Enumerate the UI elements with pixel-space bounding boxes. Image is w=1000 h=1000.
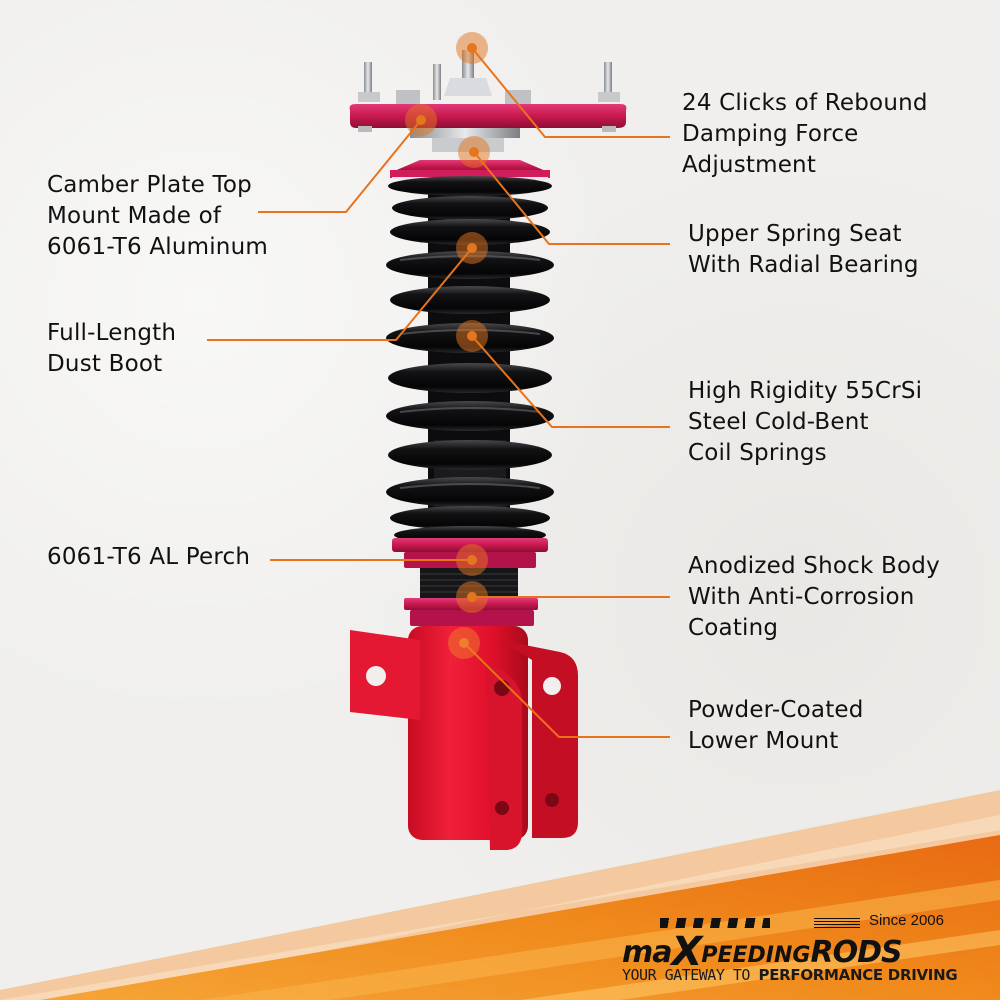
callout-camber-plate: Camber Plate Top Mount Made of 6061-T6 A… (47, 170, 268, 263)
callout-spring-seat: Upper Spring Seat With Radial Bearing (688, 219, 919, 281)
brand-wordmark: maXPEEDINGRODS (622, 926, 903, 975)
callout-dust-boot: Full-Length Dust Boot (47, 318, 176, 380)
wordmark-mid: PEEDING (701, 943, 811, 968)
marker-rebound-damping (456, 32, 488, 64)
marker-dust-boot (456, 232, 488, 264)
marker-camber-plate (405, 104, 437, 136)
callout-line: 6061-T6 Aluminum (47, 234, 268, 260)
callout-line: Mount Made of (47, 203, 222, 229)
brand-swoosh-band (0, 790, 1000, 1000)
marker-spring-seat (458, 136, 490, 168)
marker-shock-body (456, 581, 488, 613)
since-year: Since 2006 (868, 912, 944, 929)
brand-tagline: YOUR GATEWAY TO PERFORMANCE DRIVING (622, 966, 958, 984)
callout-line: Coating (688, 615, 779, 641)
callout-line: Adjustment (682, 152, 817, 178)
callout-rebound-damping: 24 Clicks of Rebound Damping Force Adjus… (682, 88, 928, 181)
lower-mount (350, 626, 578, 850)
callout-line: Powder-Coated (688, 697, 864, 723)
leader-lines (207, 47, 670, 738)
callout-line: With Radial Bearing (688, 252, 919, 278)
marker-perch (456, 544, 488, 576)
callout-line: Anodized Shock Body (688, 553, 940, 579)
callout-line: Camber Plate Top (47, 172, 252, 198)
wordmark-suffix: RODS (810, 935, 902, 970)
callout-line: High Rigidity 55CrSi (688, 378, 923, 404)
callout-line: 6061-T6 AL Perch (47, 544, 251, 570)
checkered-flag-icon (660, 918, 770, 928)
callout-coil-springs: High Rigidity 55CrSi Steel Cold-Bent Coi… (688, 376, 922, 469)
callout-markers (405, 32, 490, 659)
wordmark-prefix: ma (622, 935, 673, 970)
callout-line: With Anti-Corrosion (688, 584, 915, 610)
tagline-light: YOUR GATEWAY TO (622, 966, 759, 984)
callout-line: Damping Force (682, 121, 859, 147)
callout-line: Coil Springs (688, 440, 827, 466)
marker-lower-mount (448, 627, 480, 659)
callout-line: Steel Cold-Bent (688, 409, 869, 435)
marker-coil-springs (456, 320, 488, 352)
callout-line: Dust Boot (47, 351, 163, 377)
callout-lower-mount: Powder-Coated Lower Mount (688, 695, 864, 757)
tagline-bold: PERFORMANCE DRIVING (758, 966, 958, 984)
callout-shock-body: Anodized Shock Body With Anti-Corrosion … (688, 551, 940, 644)
callout-perch: 6061-T6 AL Perch (47, 542, 250, 573)
wordmark-x: X (671, 929, 703, 975)
speed-lines-icon (814, 918, 860, 928)
callout-line: 24 Clicks of Rebound (682, 90, 928, 116)
callout-line: Upper Spring Seat (688, 221, 902, 247)
callout-line: Full-Length (47, 320, 177, 346)
callout-line: Lower Mount (688, 728, 839, 754)
